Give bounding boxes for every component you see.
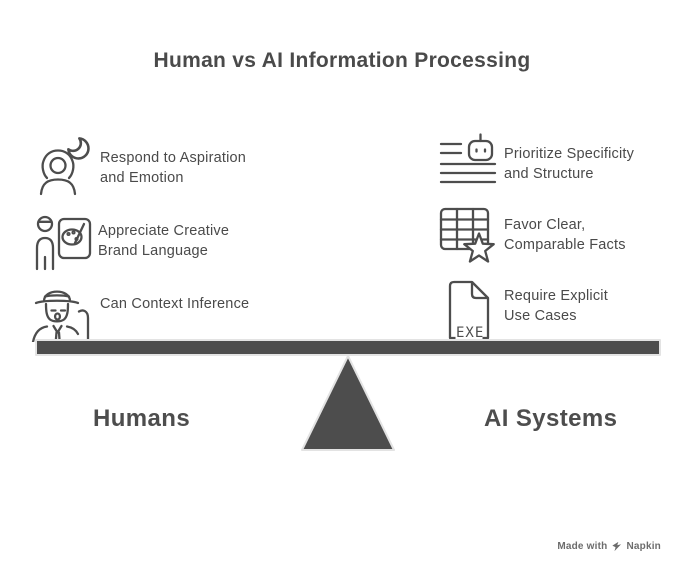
made-with-text: Made with — [557, 541, 608, 552]
list-item: Prioritize Specificity and Structure — [438, 130, 678, 192]
list-item: Appreciate Creative Brand Language — [32, 210, 312, 272]
item-text-line: Require Explicit — [504, 288, 608, 304]
list-item: EXE Require Explicit Use Cases — [440, 278, 680, 341]
detective-icon — [30, 280, 96, 347]
woman-moon-icon — [34, 134, 96, 201]
table-star-icon — [438, 204, 500, 271]
artist-canvas-icon — [32, 210, 94, 277]
item-text-line: and Emotion — [100, 169, 184, 186]
item-text-line: Comparable Facts — [504, 236, 626, 253]
item-text-line: Respond to Aspiration — [100, 150, 247, 166]
list-item: Favor Clear, Comparable Facts — [438, 204, 678, 266]
page-title: Human vs AI Information Processing — [153, 49, 531, 72]
item-text-line: Use Cases — [504, 307, 577, 324]
list-item: Respond to Aspiration and Emotion — [34, 134, 314, 196]
item-text-line: and Structure — [504, 165, 594, 182]
triangle-fulcrum — [299, 353, 397, 458]
item-text-line: Favor Clear, — [504, 217, 586, 233]
item-text-line: Appreciate Creative — [98, 223, 230, 239]
list-item: Can Context Inference — [30, 280, 310, 344]
exe-file-icon: EXE — [440, 278, 496, 345]
item-text-line: Brand Language — [98, 242, 209, 259]
made-with-napkin-credit[interactable]: Made with Napkin — [557, 541, 661, 552]
napkin-logo-icon — [611, 541, 622, 552]
robot-list-icon — [438, 130, 500, 197]
item-text-line: Can Context Inference — [100, 296, 250, 312]
item-text-line: Prioritize Specificity — [504, 146, 635, 162]
ai-systems-label: AI Systems — [484, 405, 618, 432]
napkin-brand-text: Napkin — [626, 541, 661, 552]
svg-text:EXE: EXE — [456, 325, 484, 340]
humans-label: Humans — [93, 405, 191, 432]
